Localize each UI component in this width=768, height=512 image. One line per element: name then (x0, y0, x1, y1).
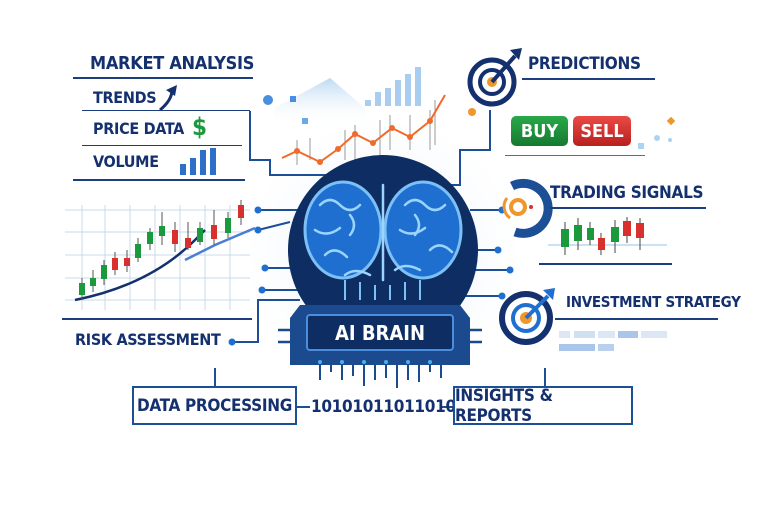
data-processing-box: DATA PROCESSING (132, 386, 297, 425)
investment-strategy-title: INVESTMENT STRATEGY (566, 293, 741, 311)
dollar-icon: $ (192, 113, 207, 141)
volume-label: VOLUME (93, 152, 159, 171)
brain-icon (288, 155, 478, 345)
predictions-title: PREDICTIONS (528, 54, 641, 74)
top-chart (263, 67, 446, 165)
trends-label: TRENDS (93, 88, 157, 107)
strategy-target-icon (499, 288, 555, 345)
trading-signals-title: TRADING SIGNALS (550, 183, 704, 203)
ai-brain-label: AI BRAIN (306, 314, 454, 351)
price-data-label: PRICE DATA (93, 119, 184, 138)
market-analysis-title: MARKET ANALYSIS (90, 53, 255, 74)
risk-assessment-label: RISK ASSESSMENT (75, 330, 221, 349)
signal-gauge-icon (502, 178, 553, 238)
signals-candles (548, 217, 667, 255)
sell-button[interactable]: SELL (573, 116, 631, 146)
connector-lines (214, 110, 546, 408)
trend-arrow-icon (159, 89, 174, 112)
insights-reports-box: INSIGHTS & REPORTS (453, 386, 633, 426)
left-candlestick-chart (65, 200, 256, 310)
strategy-bars (559, 331, 667, 351)
target-icon (467, 48, 522, 116)
binary-stream: 10101011011010 (311, 397, 456, 417)
volume-bars-icon (180, 148, 216, 175)
buy-button[interactable]: BUY (511, 116, 568, 146)
